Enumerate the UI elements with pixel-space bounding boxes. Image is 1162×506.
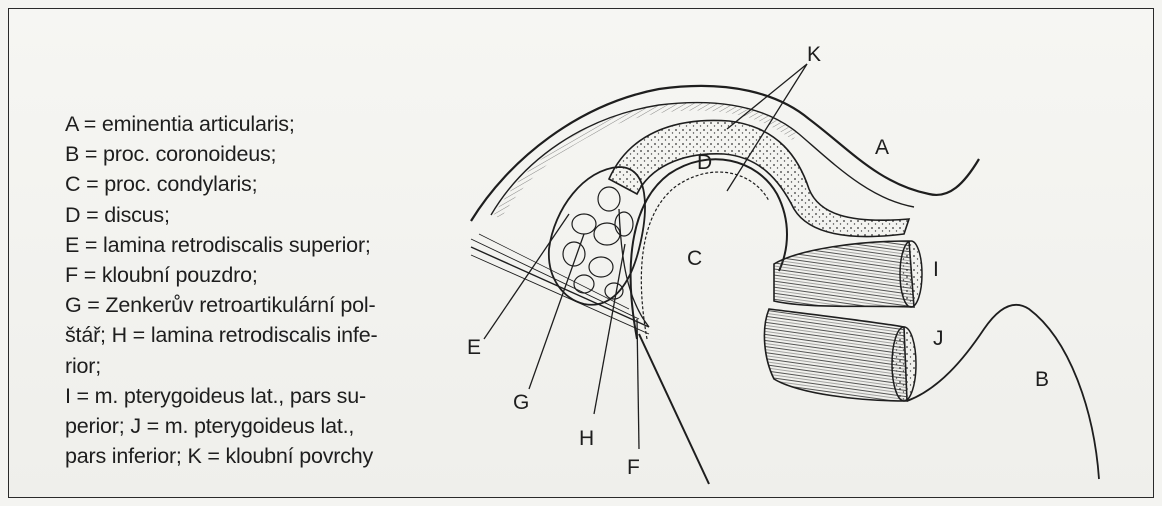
label-G: G [513, 391, 529, 414]
label-I: I [933, 258, 939, 281]
label-J: J [933, 327, 944, 350]
articular-disc [609, 120, 909, 236]
leader-lines [484, 64, 807, 449]
label-F: F [627, 456, 640, 479]
label-E: E [467, 336, 481, 359]
page-frame: A = eminentia articularis; B = proc. cor… [8, 8, 1154, 498]
label-A: A [875, 136, 889, 159]
condylar-process [631, 159, 787, 339]
tmj-anatomy-drawing: K A D C I J B E G H F [9, 9, 1154, 498]
pterygoid-muscle [764, 241, 922, 401]
label-K: K [807, 43, 821, 66]
label-B: B [1035, 368, 1049, 391]
label-C: C [687, 247, 702, 270]
label-H: H [579, 427, 594, 450]
label-D: D [697, 151, 712, 174]
